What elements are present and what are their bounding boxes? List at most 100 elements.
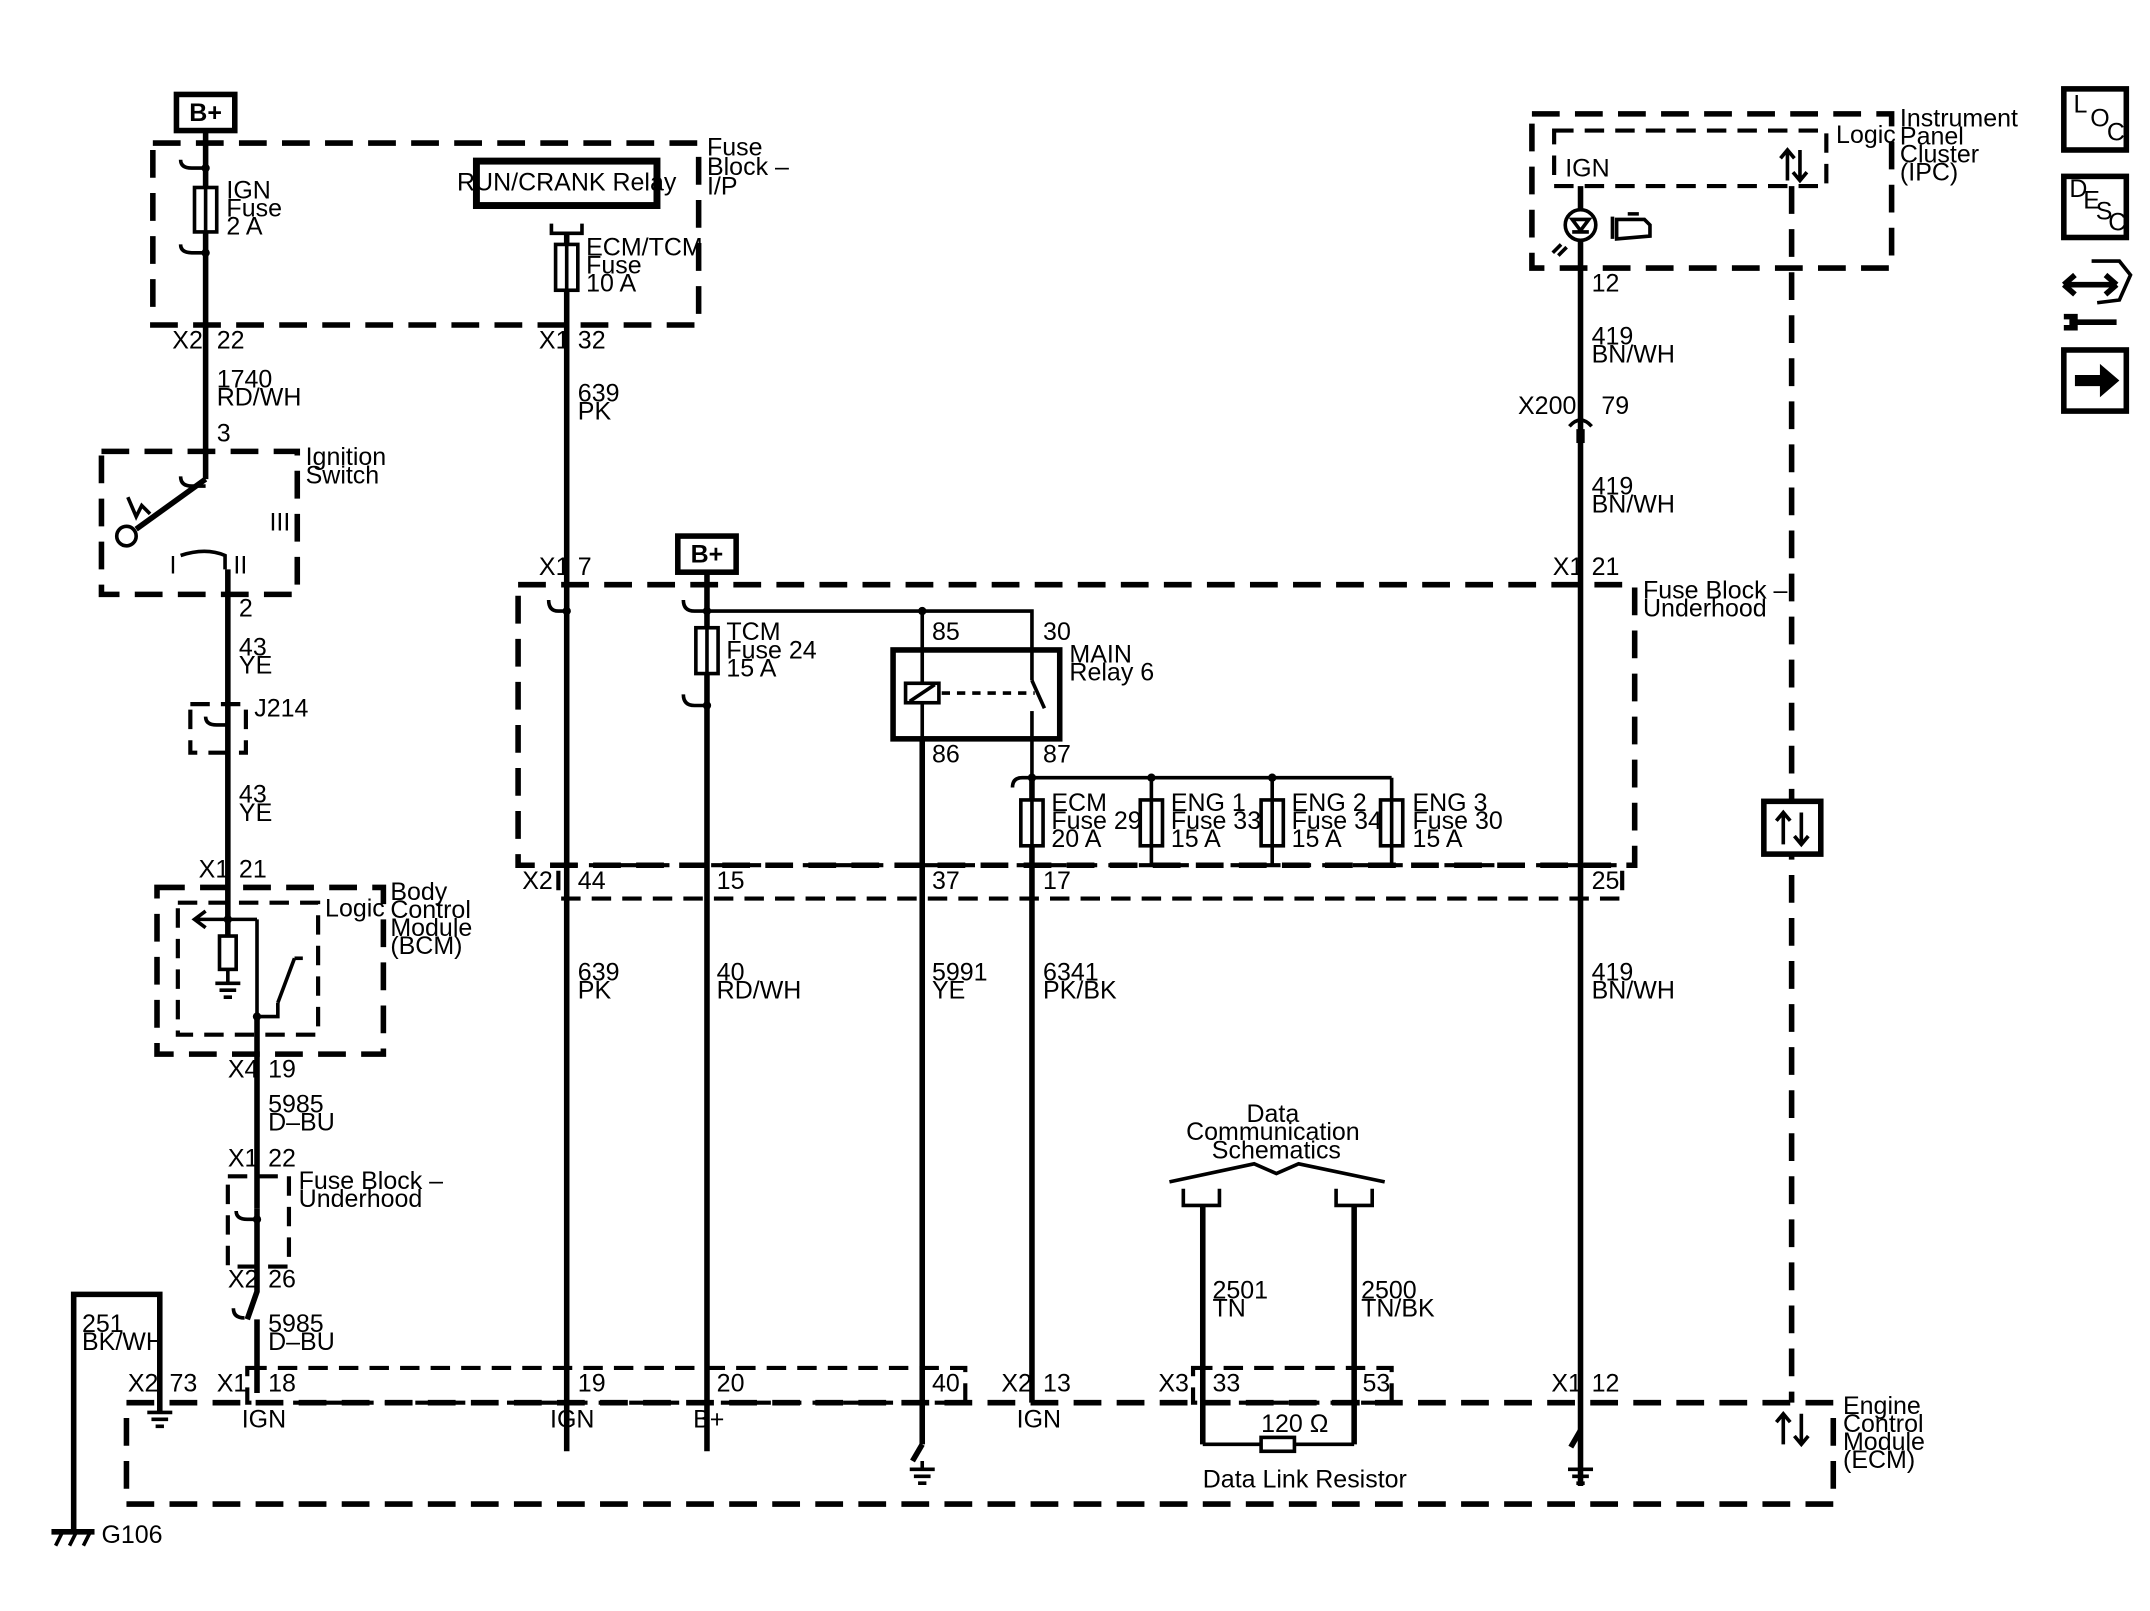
main-relay-title: MAIN Relay 6 bbox=[1069, 640, 1154, 686]
nav-desc-button[interactable] bbox=[2061, 173, 2130, 241]
ecm-ground-73-icon bbox=[147, 1410, 173, 1429]
fbu-left-box bbox=[225, 1174, 292, 1269]
ign-fuse-node-bottom bbox=[201, 248, 210, 257]
nav-diagnostic-icon[interactable] bbox=[2061, 259, 2133, 331]
ecm-ground-40-icon bbox=[909, 1467, 935, 1486]
bcm-switch-lever bbox=[276, 957, 297, 1004]
eng2-fuse-label: ENG 2 Fuse 34 15 A bbox=[1292, 789, 1389, 853]
ecm-pin-x1-12-pin: 12 bbox=[1592, 1370, 1620, 1398]
ecm-comm-arrows-icon bbox=[1774, 1410, 1810, 1448]
wire-419-label-b: 419 BN/WH bbox=[1592, 472, 1675, 518]
bcm-conn-in: X1 bbox=[199, 856, 230, 884]
ecm-term-ign-c: IGN bbox=[1017, 1406, 1061, 1434]
fbu-main-title: Fuse Block – Underhood bbox=[1643, 577, 1794, 623]
ecm-pin-x2-13-pin: 13 bbox=[1043, 1370, 1071, 1398]
ecm-tcm-fuse-connector bbox=[549, 223, 584, 236]
tcm-fuse-label: TCM Fuse 24 15 A bbox=[726, 618, 823, 682]
splice-j214-box bbox=[188, 702, 248, 755]
relay-bus bbox=[706, 609, 1034, 650]
fbu-main-pin-15: 15 bbox=[717, 867, 745, 895]
data-comm-bracket bbox=[1169, 1161, 1386, 1184]
bcm-pin-out: 19 bbox=[268, 1056, 296, 1084]
x200-conn: X200 bbox=[1518, 392, 1576, 420]
wire-251-label: 251 BK/WH bbox=[82, 1310, 164, 1356]
splice-j214-label: J214 bbox=[254, 695, 308, 723]
fbu-left-pin-in: 22 bbox=[268, 1145, 296, 1173]
tcm-fuse-connector-bottom bbox=[681, 694, 707, 708]
wire-639-bottom-label: 639 PK bbox=[578, 958, 627, 1004]
ignition-switch-key-icon bbox=[126, 496, 152, 521]
tcm-fuse-connector-top bbox=[681, 599, 707, 613]
fbu-left-title: Fuse Block – Underhood bbox=[299, 1167, 450, 1213]
wire-2500-label: 2500 TN/BK bbox=[1361, 1277, 1435, 1323]
ipc-box bbox=[1529, 111, 1895, 271]
fbu-left-connector bbox=[234, 1210, 258, 1222]
wire-5985-label-a: 5985 D–BU bbox=[268, 1090, 335, 1136]
ecm-pin-19: 19 bbox=[578, 1370, 606, 1398]
wire-2501-label: 2501 TN bbox=[1212, 1277, 1275, 1323]
bcm-resistor bbox=[217, 934, 238, 972]
fbu-left-conn-in: X1 bbox=[228, 1145, 259, 1173]
ground-g106-icon bbox=[54, 1531, 92, 1547]
ipc-pin-out: 12 bbox=[1592, 270, 1620, 298]
data-comm-title: Data Communication Schematics bbox=[1186, 1100, 1367, 1164]
wire-5991-label: 5991 YE bbox=[932, 958, 995, 1004]
wire-251 bbox=[70, 1291, 163, 1532]
fbu-main-x2: X2 bbox=[522, 867, 553, 895]
fuse-block-ip-box bbox=[150, 140, 702, 328]
ecm-pin-x1-18-conn: X1 bbox=[217, 1370, 248, 1398]
ipc-logic-label: Logic bbox=[1836, 121, 1896, 149]
nav-loc-icon[interactable]: L O C bbox=[2074, 90, 2125, 146]
fbu-main-x1-left: X1 bbox=[539, 553, 570, 581]
ipc-mil-diode bbox=[1568, 217, 1593, 234]
bcm-pin-in: 21 bbox=[239, 856, 267, 884]
nav-diagnostic-arrows bbox=[2061, 272, 2119, 297]
ipc-ign-label: IGN bbox=[1565, 154, 1609, 182]
serial-data-arrows-icon bbox=[1774, 809, 1810, 848]
data-comm-connector-left bbox=[1181, 1188, 1222, 1208]
ecm-term-ign-a: IGN bbox=[242, 1406, 286, 1434]
fbu-main-pin-7: 7 bbox=[578, 553, 592, 581]
wire-43-label-b: 43 YE bbox=[239, 781, 274, 827]
bcm-logic-label: Logic bbox=[325, 895, 385, 923]
ecm-pin-x2-73-pin: 73 bbox=[170, 1370, 198, 1398]
ecm-pin-x1-12-conn: X1 bbox=[1551, 1370, 1582, 1398]
ipc-title: Instrument Panel Cluster (IPC) bbox=[1900, 104, 2025, 186]
ipc-logic-box bbox=[1552, 128, 1829, 189]
arrow-right-icon[interactable] bbox=[2074, 363, 2120, 398]
fbu-main-pin-44: 44 bbox=[578, 867, 606, 895]
ignition-switch-title: Ignition Switch bbox=[306, 443, 394, 489]
relay-coil-mark bbox=[908, 683, 936, 703]
nav-desc-icon[interactable]: D E S C bbox=[2069, 175, 2126, 236]
bcm-ground-icon bbox=[215, 981, 241, 999]
fbu-main-x1-right: X1 bbox=[1553, 553, 1584, 581]
ecm-pin-x2-13-conn: X2 bbox=[1001, 1370, 1032, 1398]
x200-connector-female bbox=[1568, 418, 1593, 428]
run-crank-relay-label: RUN/CRANK Relay bbox=[457, 168, 677, 196]
ground-g106-label: G106 bbox=[101, 1521, 162, 1549]
ecm-x1-connector-left bbox=[245, 1365, 968, 1405]
ecm-ground-12-icon bbox=[1568, 1467, 1594, 1486]
ecm-40-jog bbox=[910, 1442, 925, 1463]
wire-40-label: 40 RD/WH bbox=[717, 958, 802, 1004]
fbu-left-out-connector bbox=[231, 1308, 245, 1320]
ecm-title: Engine Control Module (ECM) bbox=[1843, 1392, 1932, 1474]
ip-x1-conn: X1 bbox=[539, 327, 570, 355]
fbu-main-pin7-node bbox=[562, 606, 571, 616]
wire-1740-label: 1740 RD/WH bbox=[217, 365, 302, 411]
eng-fuse-bus bbox=[1010, 775, 1392, 788]
run-crank-relay-box bbox=[472, 157, 661, 210]
serial-data-symbol bbox=[1761, 798, 1824, 857]
ign-fuse-label: IGN Fuse 2 A bbox=[226, 177, 289, 241]
ignition-switch-pin-bottom: 2 bbox=[239, 595, 253, 623]
splice-j214-connector bbox=[203, 716, 228, 727]
fbu-main-x2-connector bbox=[556, 863, 1625, 901]
x200-connector-male bbox=[1576, 429, 1585, 444]
data-link-resistor-value: 120 Ω bbox=[1261, 1410, 1328, 1438]
nav-diagnostic-wrench bbox=[2063, 313, 2117, 331]
nav-loc-button[interactable] bbox=[2061, 86, 2130, 153]
ignition-switch-pos-i: I bbox=[170, 552, 177, 580]
bcm-title: Body Control Module (BCM) bbox=[390, 878, 479, 960]
ignition-switch-pin-top: 3 bbox=[217, 420, 231, 448]
